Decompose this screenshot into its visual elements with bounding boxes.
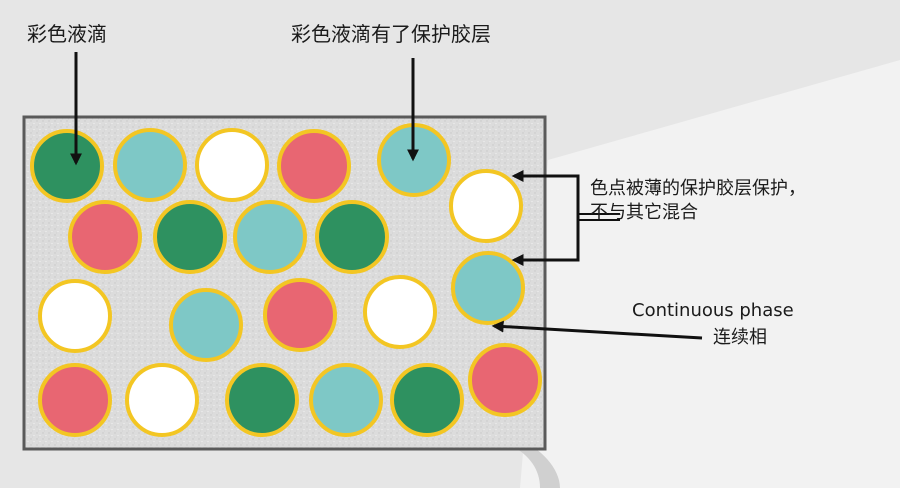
droplet-red — [38, 363, 112, 437]
droplet-red — [468, 343, 542, 417]
droplet-white — [38, 279, 112, 353]
droplet-white — [363, 275, 437, 349]
droplet-white — [449, 169, 523, 243]
droplet-green — [390, 363, 464, 437]
droplet-green — [30, 129, 104, 203]
droplets-group — [30, 123, 542, 437]
droplet-green — [225, 363, 299, 437]
label-protection-note-line1: 色点被薄的保护胶层保护， — [590, 178, 806, 199]
droplet-red — [68, 200, 142, 274]
label-continuous-phase-zh: 连续相 — [713, 327, 767, 348]
droplet-teal — [233, 200, 307, 274]
droplet-red — [277, 129, 351, 203]
label-continuous-phase-en: Continuous phase — [632, 300, 794, 321]
droplet-teal — [113, 128, 187, 202]
label-protection-note-line2: 不与其它混合 — [590, 202, 698, 224]
droplet-green — [315, 200, 389, 274]
droplet-white — [125, 363, 199, 437]
label-colored-drops: 彩色液滴 — [27, 22, 107, 46]
paper-curl — [510, 440, 560, 488]
droplet-white — [195, 128, 269, 202]
droplet-green — [153, 200, 227, 274]
droplet-red — [263, 278, 337, 352]
droplet-teal — [451, 251, 525, 325]
arrow-continuous-phase — [491, 320, 703, 340]
droplet-teal — [309, 363, 383, 437]
label-protected-drops: 彩色液滴有了保护胶层 — [291, 22, 491, 46]
label-protection-note: 色点被薄的保护胶层保护， 不与其它混合 — [590, 177, 806, 226]
paper-sheet — [520, 60, 900, 488]
droplet-teal — [169, 288, 243, 362]
